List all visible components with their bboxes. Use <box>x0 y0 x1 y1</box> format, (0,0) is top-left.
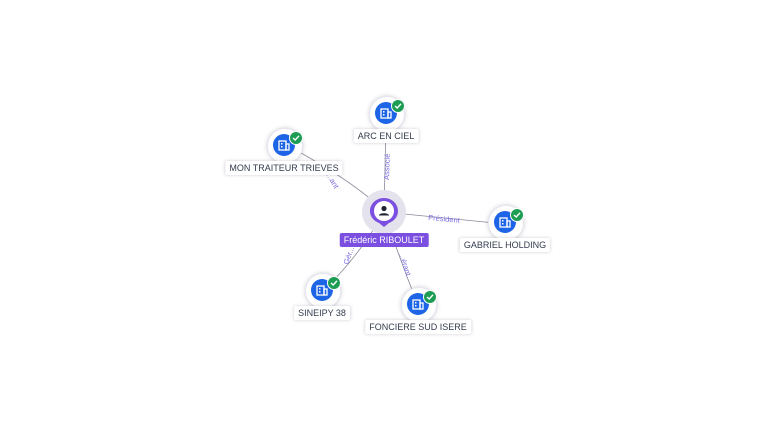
check-icon <box>327 276 341 290</box>
company-label-arc: ARC EN CIEL <box>353 129 419 143</box>
person-icon <box>370 198 398 227</box>
company-label-gabriel: GABRIEL HOLDING <box>459 238 551 252</box>
check-icon <box>510 208 524 222</box>
check-icon <box>391 99 405 113</box>
check-icon <box>423 290 437 304</box>
edge-label-fonciere: ...érant <box>397 252 413 278</box>
company-label-mon: MON TRAITEUR TRIEVES <box>225 161 343 175</box>
company-label-fonciere: FONCIERE SUD ISERE <box>365 320 471 334</box>
edge-label-gabriel: Président <box>428 213 461 225</box>
edge-label-sineipy: Gér... <box>341 245 356 265</box>
company-label-sineipy: SINEIPY 38 <box>294 306 350 320</box>
check-icon <box>289 131 303 145</box>
edge-label-arc: Associé <box>382 154 392 181</box>
person-name-label: Frédéric RIBOULET <box>339 233 429 247</box>
